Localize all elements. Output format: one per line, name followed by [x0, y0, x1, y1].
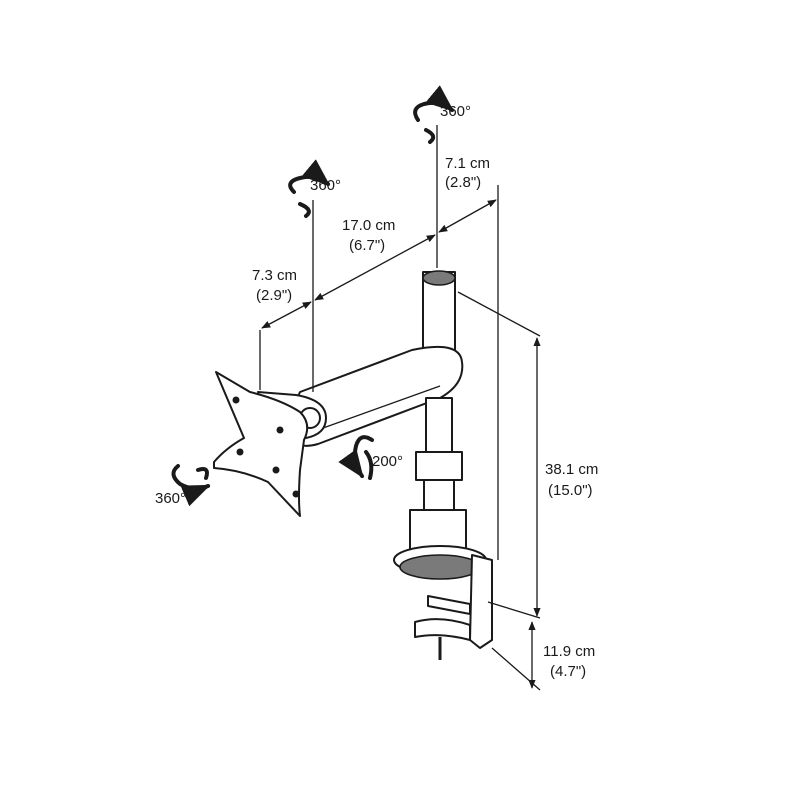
monitor-arm — [213, 270, 493, 660]
dim-clamp-cm: 11.9 cm — [543, 643, 595, 660]
pole-lower — [423, 479, 455, 511]
clamp-slot — [427, 595, 471, 615]
vesa-plate — [213, 371, 309, 517]
dim-head-in: (2.9") — [256, 287, 292, 304]
pole-middle — [425, 397, 453, 453]
arm-edge — [311, 385, 441, 433]
ext-line-height-top — [457, 291, 541, 337]
vesa-hole — [236, 448, 244, 456]
dimension-arrow-icon — [314, 234, 436, 301]
rotate-arrow-icon — [413, 85, 455, 144]
labels: 360° 360° 360° 200° 7.1 cm (2.8") 17.0 c… — [155, 103, 598, 680]
dim-arm-in: (6.7") — [349, 237, 385, 254]
rotation-label-head: 360° — [155, 490, 186, 507]
vesa-hole — [272, 466, 280, 474]
pole-cap — [422, 270, 456, 286]
ext-line-clamp-bottom — [491, 647, 541, 691]
rotation-label-top: 360° — [440, 103, 471, 120]
dimension-arrow-icon — [438, 199, 497, 233]
vesa-hole — [292, 490, 300, 498]
dim-height-in: (15.0") — [548, 482, 593, 499]
rotate-arrow-icon — [171, 464, 211, 507]
dim-height-cm: 38.1 cm — [545, 461, 598, 478]
dim-pole-in: (2.8") — [445, 174, 481, 191]
rotation-label-joint: 200° — [372, 453, 403, 470]
clamp-foot — [414, 618, 471, 641]
rotation-label-arm: 360° — [310, 177, 341, 194]
dim-head-cm: 7.3 cm — [252, 267, 297, 284]
vesa-hole — [276, 426, 284, 434]
clamp-bracket — [469, 554, 493, 649]
ext-line-height-bottom — [487, 601, 541, 619]
dimension-lines — [259, 125, 541, 691]
rotate-arrow-icon — [338, 435, 374, 480]
dim-pole-cm: 7.1 cm — [445, 155, 490, 172]
base-plate-shadow — [399, 554, 481, 580]
dim-arm-cm: 17.0 cm — [342, 217, 395, 234]
rotate-arrow-icon — [288, 159, 331, 218]
rotation-indicators — [171, 85, 455, 507]
dim-clamp-in: (4.7") — [550, 663, 586, 680]
vesa-hole — [232, 396, 240, 404]
collar — [415, 451, 463, 481]
dimension-arrow-icon — [261, 301, 312, 329]
